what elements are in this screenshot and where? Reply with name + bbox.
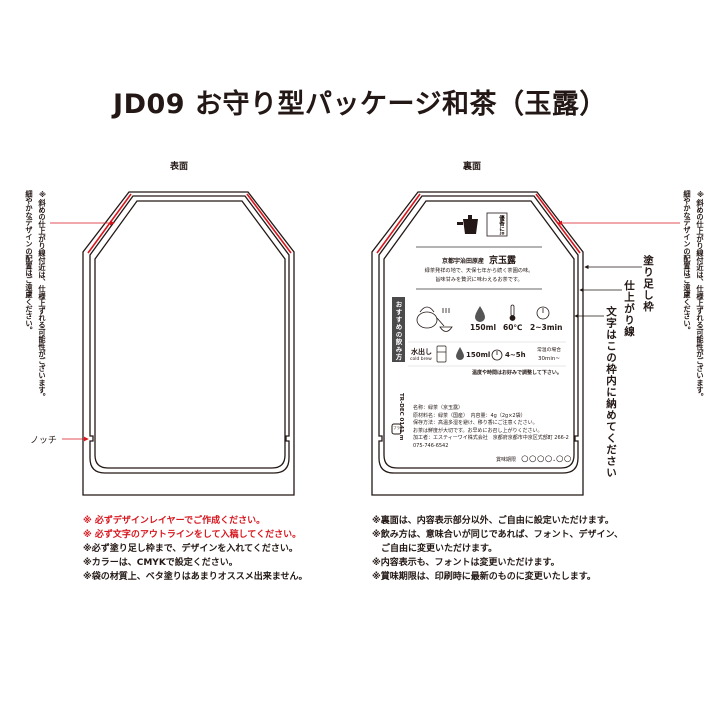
best-before-value: ○○○○.○○ xyxy=(521,454,572,464)
thermometer-icon xyxy=(509,304,516,321)
front-diagonal-note: ※斜めの仕上がり線付近は、仕様上ずれる可能性がございます。 細やかなデザインの配… xyxy=(23,190,49,401)
howto-label-box xyxy=(392,297,405,362)
notch-label: ノッチ xyxy=(30,436,57,446)
note-item: ※カラーは、CMYKで設定ください。 xyxy=(83,558,238,568)
water-drop-icon xyxy=(475,306,485,322)
best-before-label: 賞味期限 xyxy=(496,457,517,463)
product-description: 緑茶発祥の地で、天保七年から続く茶園の味。 旨味甘みを贅沢に味わえるお茶です。 xyxy=(410,267,548,285)
back-diagonal-note: ※斜めの仕上がり線付近は、仕様上ずれる可能性がございます。 細やかなデザインの配… xyxy=(681,190,707,401)
bleed-label: 塗り足し枠 xyxy=(642,255,654,313)
diagonal-warning-line xyxy=(376,193,581,254)
fridge-icon xyxy=(436,345,447,363)
product-title: 京都宇治田原産 京玉露 xyxy=(416,253,542,266)
diagonal-warning-line xyxy=(87,193,292,254)
back-label: 裏面 xyxy=(463,162,482,172)
notes-left: ※ 必ずデザインレイヤーでご作成ください。 ※ 必ず文字のアウトラインをして入稿… xyxy=(83,514,307,584)
cold-brew-label: 水出し xyxy=(411,348,432,356)
info-line: 加工者：エスティーワイ株式会社 京都府京都市中京区式部町 266-2 xyxy=(413,435,569,442)
stamp-logo xyxy=(486,212,508,237)
info-line: 原材料名：緑茶（国産） 内容量：4g（2g×2袋） xyxy=(413,412,526,419)
info-line: 075-746-6542 xyxy=(413,442,449,449)
cold-brew-sub: cold brew xyxy=(410,357,432,362)
cold-water-amount: 150ml xyxy=(466,351,491,359)
stamp-logo-text: 優香にほ味 xyxy=(498,215,504,235)
recycle-mark-icon xyxy=(391,423,402,435)
adjust-note: 温度や時間はお好みで調整して下さい。 xyxy=(472,370,562,376)
room-temp-brew: 常温の場合 30min~ xyxy=(530,347,568,363)
note-line: ※斜めの仕上がり線付近は、仕様上ずれる可能性がございます。 xyxy=(696,190,705,401)
recycle-code: TR-DEC 0141 m xyxy=(398,393,404,441)
note-line: ※斜めの仕上がり線付近は、仕様上ずれる可能性がございます。 xyxy=(38,190,47,401)
product-name: 京玉露 xyxy=(489,256,517,266)
hot-temperature: 60℃ xyxy=(503,323,523,332)
water-drop-icon-cold xyxy=(456,347,464,360)
page-title: JD09 お守り型パッケージ和茶（玉露） xyxy=(113,89,607,120)
note-item: ※賞味期限は、印刷時に最新のものに変更いたします。 xyxy=(372,572,596,582)
description-line: 旨味甘みを贅沢に味わえるお茶です。 xyxy=(435,277,523,283)
product-origin: 京都宇治田原産 xyxy=(441,258,484,265)
cold-steep-time: 4~5h xyxy=(505,351,526,359)
finish-label: 仕上がり線 xyxy=(623,280,635,338)
finish-line xyxy=(89,195,290,474)
back-panel-outline xyxy=(371,191,584,496)
hot-steep-time: 2~3min xyxy=(530,323,563,332)
note-item: ※内容表示も、フォントは変更いただけます。 xyxy=(372,558,560,568)
product-info: 名称：緑茶（京玉露） 原材料名：緑茶（国産） 内容量：4g（2g×2袋） 保存方… xyxy=(413,405,573,451)
recycle-mark-text: プラ xyxy=(393,426,400,430)
text-area-frame xyxy=(94,200,286,469)
text-area-frame xyxy=(383,200,575,469)
note-line: 細やかなデザインの配置はご遠慮ください。 xyxy=(25,190,34,334)
teapot-logo-icon xyxy=(457,215,478,234)
note-item-emphasis: ※ 必ずデザインレイヤーでご作成ください。 xyxy=(83,516,266,526)
note-item: ※裏面は、内容表示部分以外、ご自由に設定いただけます。 xyxy=(372,516,614,526)
note-item: ※必ず塗り足し枠まで、デザインを入れてください。 xyxy=(83,544,298,554)
info-line: 保存方法：高温多湿を避け、移り香にご注意ください。 xyxy=(413,420,538,427)
bleed-frame xyxy=(371,191,584,496)
info-line: 名称：緑茶（京玉露） xyxy=(413,405,464,411)
notes-right: ※裏面は、内容表示部分以外、ご自由に設定いただけます。 ※飲み方は、意味合いが同… xyxy=(372,514,623,584)
howto-label: おすすめの飲み方 xyxy=(394,301,402,361)
timer-icon xyxy=(536,306,550,320)
best-before: 賞味期限 ○○○○.○○ xyxy=(496,446,572,465)
room-temp-label: 常温の場合 xyxy=(537,348,561,353)
bleed-frame xyxy=(82,191,295,496)
timer-icon-cold xyxy=(491,349,503,361)
front-panel-outline xyxy=(82,191,295,496)
finish-line xyxy=(378,195,579,474)
note-item: ご自由に変更いただけます。 xyxy=(372,544,498,554)
text-area-label: 文字はこの枠内に納めてください xyxy=(605,306,617,479)
note-item: ※袋の材質上、ベタ塗りはあまりオススメ出来ません。 xyxy=(83,572,308,582)
note-item-emphasis: ※ 必ず文字のアウトラインをして入稿してください。 xyxy=(83,530,302,540)
room-temp-time: 30min~ xyxy=(538,356,560,362)
info-line: お茶は鮮度が大切です。お早めにお召し上がりください。 xyxy=(413,427,543,434)
note-item: ※飲み方は、意味合いが同じであれば、フォント、デザイン、 xyxy=(372,530,623,540)
note-line: 細やかなデザインの配置はご遠慮ください。 xyxy=(683,190,692,334)
hot-water-amount: 150ml xyxy=(470,323,497,332)
teapot-outline-icon xyxy=(416,306,453,332)
front-label: 表面 xyxy=(170,162,189,172)
description-line: 緑茶発祥の地で、天保七年から続く茶園の味。 xyxy=(424,268,534,274)
